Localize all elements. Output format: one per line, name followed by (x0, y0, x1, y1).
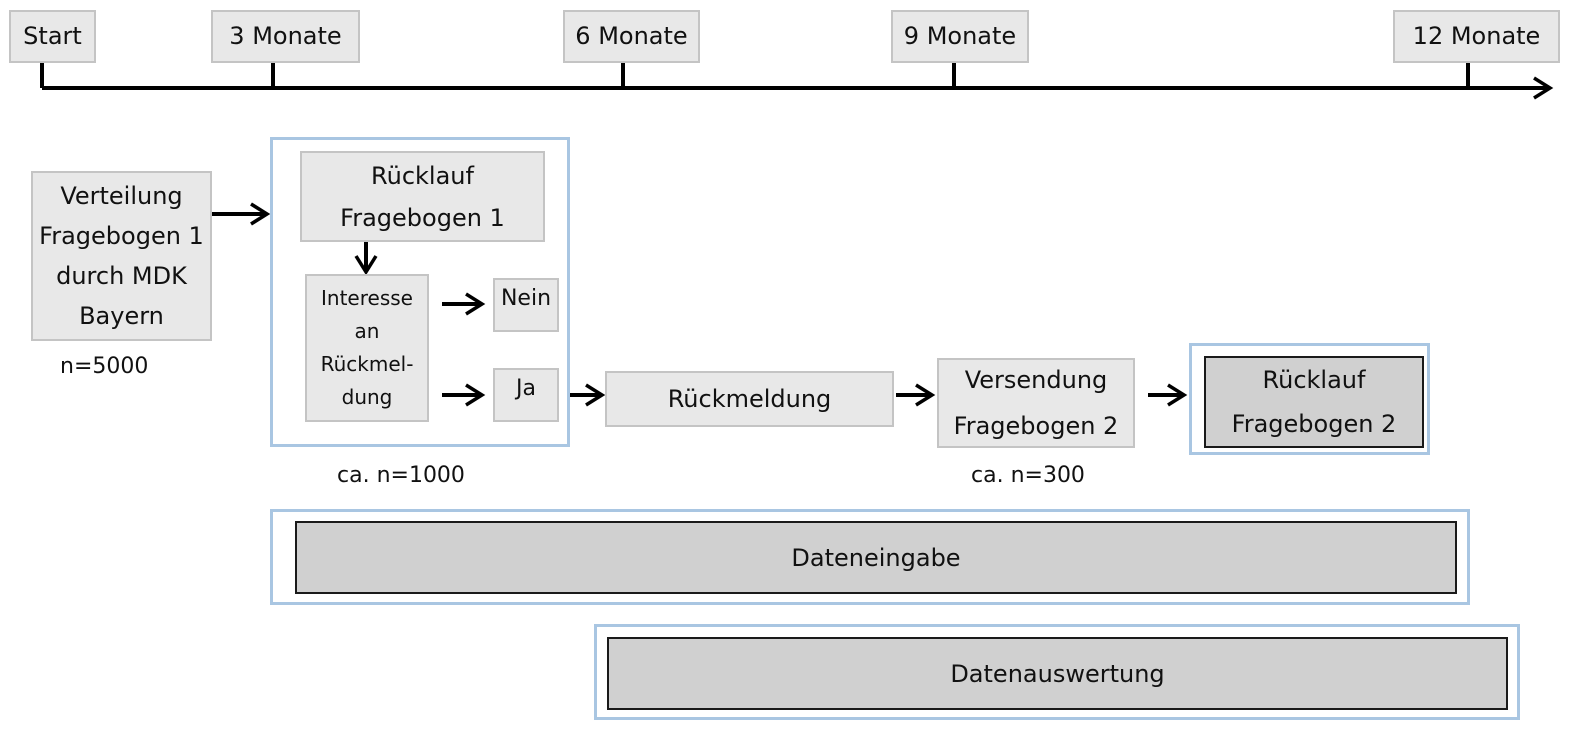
timeline-label-9-monate: 9 Monate (891, 10, 1029, 63)
box-ruecklauf-fragebogen-1: Rücklauf Fragebogen 1 (300, 151, 545, 242)
box-ja: Ja (493, 368, 559, 422)
box-nein: Nein (493, 278, 559, 332)
timeline-label-start: Start (9, 10, 96, 63)
note-n5000: n=5000 (60, 354, 149, 379)
box-interesse-an-rueckmeldung: Interesse an Rückmel- dung (305, 274, 429, 422)
timeline-label-12-monate: 12 Monate (1393, 10, 1560, 63)
frame-datenauswertung (594, 624, 1520, 720)
box-versendung-fragebogen-2: Versendung Fragebogen 2 (937, 358, 1135, 448)
box-rueckmeldung: Rückmeldung (605, 371, 894, 427)
timeline-label-6-monate: 6 Monate (563, 10, 700, 63)
note-n300: ca. n=300 (971, 463, 1085, 488)
bar-dateneingabe: Dateneingabe (295, 521, 1457, 594)
timeline-label-3-monate: 3 Monate (211, 10, 360, 63)
note-n1000: ca. n=1000 (337, 463, 465, 488)
frame-ruecklauf-fragebogen-2 (1189, 343, 1430, 455)
box-ruecklauf-fragebogen-2: Rücklauf Fragebogen 2 (1204, 356, 1424, 448)
box-verteilung-fragebogen-1: Verteilung Fragebogen 1 durch MDK Bayern (31, 171, 212, 341)
frame-ruecklauf-fragebogen-1-group (270, 137, 570, 447)
frame-dateneingabe (270, 509, 1470, 605)
bar-datenauswertung: Datenauswertung (607, 637, 1508, 710)
